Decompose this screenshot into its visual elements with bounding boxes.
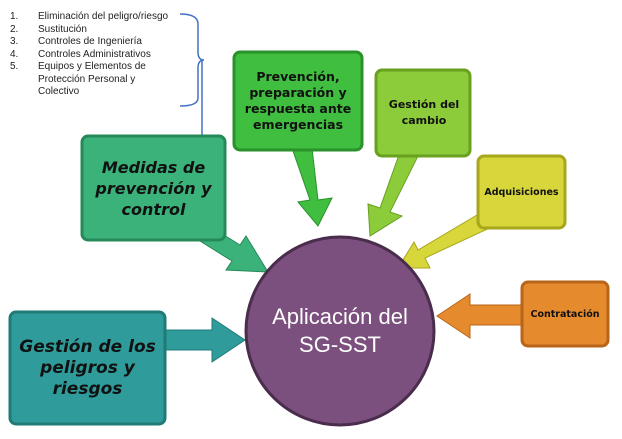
item-number: 5.: [10, 61, 19, 72]
center-circle: [244, 235, 436, 427]
box-emergencias: [232, 50, 364, 152]
list-item: 3. Controles de Ingeniería: [10, 36, 188, 49]
label-emergencias: Prevención, preparación y respuesta ante…: [244, 69, 352, 132]
box-adquisiciones: [476, 154, 567, 230]
item-text: Controles de Ingeniería: [38, 36, 142, 47]
label-peligros: Gestión de los peligros y riesgos: [19, 336, 156, 399]
list-item: 1. Eliminación del peligro/riesgo: [10, 11, 188, 24]
label-cambio: Gestión del cambio: [388, 98, 460, 127]
brace: [179, 13, 205, 107]
item-number: 1.: [10, 11, 19, 22]
box-contratacion: [520, 280, 610, 348]
list-item: 2. Sustitución: [10, 24, 188, 37]
arrow-emergencias: [291, 147, 333, 227]
label-adquisiciones: Adquisiciones: [484, 186, 559, 198]
item-text: Sustitución: [38, 23, 87, 35]
item-number: 3.: [10, 36, 19, 47]
control-hierarchy-list: 1. Eliminación del peligro/riesgo 2. Susti…: [10, 11, 188, 99]
box-peligros: [8, 310, 167, 426]
arrow-contratacion: [436, 293, 526, 339]
arrow-peligros: [159, 317, 246, 363]
item-text: Controles Administrativos: [38, 48, 151, 60]
arrow-adquisiciones: [397, 211, 495, 269]
label-center: Aplicación del SG-SST: [272, 304, 408, 357]
list-item: 5. Equipos y Elementos de Protección Pers…: [10, 61, 188, 99]
item-number: 2.: [10, 23, 19, 35]
item-text: Equipos y Elementos de Protección Person…: [38, 61, 146, 97]
label-contratacion: Contratación: [530, 308, 600, 320]
box-cambio: [374, 68, 472, 158]
item-text: Eliminación del peligro/riesgo: [38, 11, 169, 22]
box-medidas: [80, 134, 227, 242]
item-number: 4.: [10, 48, 19, 60]
list-item: 4. Controles Administrativos: [10, 49, 188, 62]
arrow-cambio: [367, 151, 421, 237]
label-medidas: Medidas de prevención y control: [95, 157, 212, 219]
